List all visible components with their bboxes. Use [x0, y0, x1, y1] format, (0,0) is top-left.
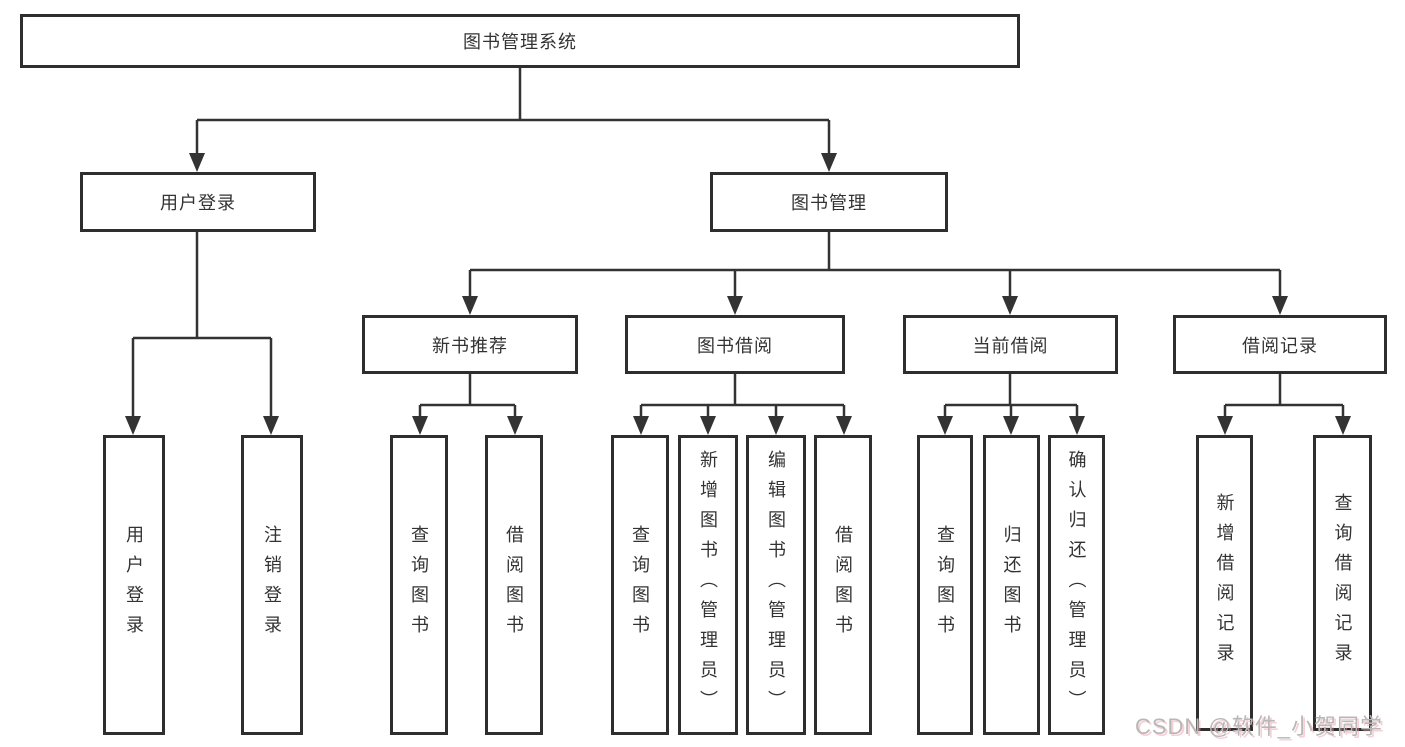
node-borrow-records-label: 借阅记录	[1242, 335, 1318, 356]
leaf-edit-book-admin: 编辑图书（管理员）	[746, 435, 806, 735]
leaf-query-book-1: 查询图书	[390, 435, 448, 735]
csdn-watermark: CSDN @软件_小贺同学	[1134, 714, 1383, 739]
leaf-confirm-return-admin: 确认归还（管理员）	[1048, 435, 1105, 735]
node-book-borrow: 图书借阅	[625, 315, 845, 374]
leaf-query-book-2-label: 查询图书	[630, 525, 650, 645]
node-current-borrow-label: 当前借阅	[972, 335, 1049, 356]
node-book-management: 图书管理	[710, 172, 948, 232]
node-root: 图书管理系统	[20, 14, 1020, 68]
leaf-add-book-admin-label: 新增图书（管理员）	[698, 450, 718, 720]
leaf-query-book-2: 查询图书	[611, 435, 669, 735]
node-user-login-label: 用户登录	[160, 193, 236, 213]
leaf-query-book-3: 查询图书	[917, 435, 973, 735]
node-root-label: 图书管理系统	[463, 32, 577, 52]
leaf-borrow-book-1-label: 借阅图书	[504, 525, 524, 645]
leaf-borrow-book-1: 借阅图书	[485, 435, 543, 735]
leaf-query-book-3-label: 查询图书	[935, 525, 955, 645]
leaf-query-borrow-record: 查询借阅记录	[1313, 435, 1372, 731]
leaf-return-book-label: 归还图书	[1001, 525, 1022, 645]
leaf-add-borrow-record-label: 新增借阅记录	[1214, 493, 1235, 673]
leaf-confirm-return-admin-label: 确认归还（管理员）	[1066, 450, 1087, 720]
leaf-logout: 注销登录	[241, 435, 303, 735]
leaf-borrow-book-2-label: 借阅图书	[833, 525, 853, 645]
leaf-add-book-admin: 新增图书（管理员）	[678, 435, 738, 735]
node-book-management-label: 图书管理	[791, 193, 867, 213]
node-new-book-recommend-label: 新书推荐	[432, 335, 508, 356]
node-user-login: 用户登录	[80, 172, 316, 232]
node-current-borrow: 当前借阅	[903, 315, 1118, 374]
leaf-logout-label: 注销登录	[262, 525, 282, 645]
leaf-user-login: 用户登录	[103, 435, 165, 735]
leaf-user-login-label: 用户登录	[124, 525, 144, 645]
node-borrow-records: 借阅记录	[1173, 315, 1387, 374]
node-book-borrow-label: 图书借阅	[697, 335, 773, 356]
leaf-edit-book-admin-label: 编辑图书（管理员）	[766, 450, 786, 720]
leaf-add-borrow-record: 新增借阅记录	[1196, 435, 1253, 731]
leaf-borrow-book-2: 借阅图书	[814, 435, 872, 735]
leaf-query-book-1-label: 查询图书	[409, 525, 429, 645]
node-new-book-recommend: 新书推荐	[362, 315, 578, 374]
leaf-return-book: 归还图书	[983, 435, 1040, 735]
leaf-query-borrow-record-label: 查询借阅记录	[1332, 493, 1353, 673]
